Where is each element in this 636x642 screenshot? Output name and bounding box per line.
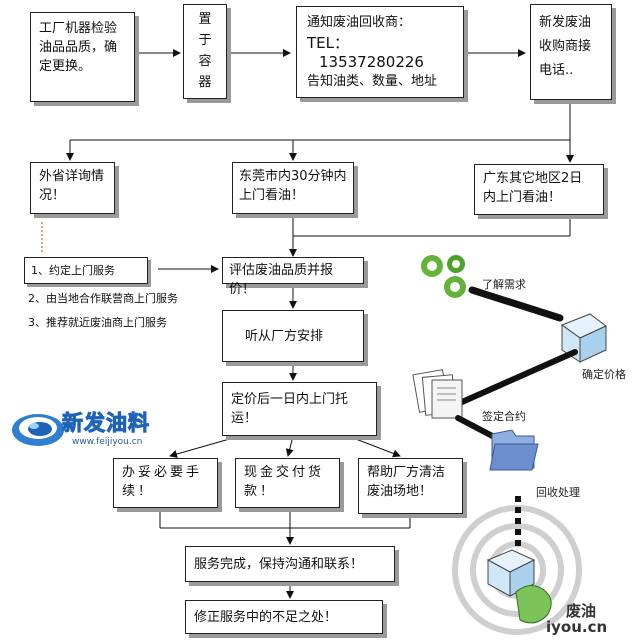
other-province-text: 外省详询情况！ — [39, 169, 105, 203]
brand-logo: 新发油料 www.feijiyou.cn — [8, 404, 188, 454]
cash-payment-label: 现金交付货款！ — [244, 465, 325, 499]
inspect-oil-text: 工厂机器检验油品品质，确定更换。 — [39, 21, 118, 74]
option-nearby: 3、推荐就近废油商上门服务 — [28, 316, 167, 329]
clean-site-box: 帮助厂方清洁废油场地！ — [358, 458, 463, 514]
guangdong-visit-text: 广东其它地区2日内上门看油！ — [483, 171, 583, 205]
dongguan-visit-box: 东莞市内30分钟内上门看油！ — [232, 162, 354, 214]
cash-payment-box: 帮助厂方清洁废油场地！ 现金交付货款！ — [235, 458, 340, 508]
logo-url: www.feijiyou.cn — [72, 437, 143, 447]
container-text: 置于容器 — [198, 12, 212, 90]
evaluate-text: 评估废油品质并报价！ — [229, 263, 334, 297]
notify-recycler-box: 通知废油回收商： TEL： 13537280226 告知油类、数量、地址 — [296, 6, 464, 98]
notify-phone: 13537280226 — [319, 53, 424, 71]
label-confirm-price: 确定价格 — [582, 368, 626, 381]
inspect-oil-box: 工厂机器检验油品品质，确定更换。 — [30, 12, 135, 102]
logo-name: 新发油料 — [62, 411, 150, 436]
service-complete-text: 服务完成，保持沟通和联系！ — [194, 557, 364, 572]
improve-service-text: 修正服务中的不足之处！ — [194, 610, 338, 625]
logo-swirl-icon — [12, 414, 64, 446]
container-box: 置于容器 — [183, 4, 227, 99]
gears-icon — [421, 255, 466, 298]
evaluate-box: 评估废油品质并报价！ — [222, 257, 364, 297]
pickup-text: 定价后一日内上门托运！ — [231, 392, 349, 426]
arrange-box: 听从厂方安排 — [222, 310, 364, 362]
watermark-line1: 废油 — [566, 602, 597, 620]
notify-title: 通知废油回收商： — [307, 15, 412, 30]
pickup-box: 定价后一日内上门托运！ — [222, 382, 377, 436]
buyer-answers-box: 新发废油收购商接电话.. — [530, 4, 612, 100]
option-onsite-text: 1、约定上门服务 — [31, 264, 115, 277]
procedures-box: 办妥必要手续！ — [113, 458, 218, 508]
procedures-text: 办妥必要手续！ — [122, 465, 203, 499]
label-recycle: 回收处理 — [536, 486, 580, 499]
dongguan-visit-text: 东莞市内30分钟内上门看油！ — [239, 169, 347, 203]
notify-description: 告知油类、数量、地址 — [307, 74, 438, 89]
notify-tel-label: TEL： — [307, 34, 349, 52]
pointing-hand-icon — [515, 585, 552, 624]
other-province-box: 外省详询情况！ — [30, 162, 115, 214]
label-understand-needs: 了解需求 — [482, 278, 526, 291]
guangdong-visit-box: 广东其它地区2日内上门看油！ — [474, 164, 604, 215]
buyer-answers-text: 新发废油收购商接电话.. — [539, 15, 592, 78]
service-complete-box: 服务完成，保持沟通和联系！ — [185, 546, 395, 582]
arrange-text: 听从厂方安排 — [245, 329, 324, 344]
improve-service-box: 修正服务中的不足之处！ — [185, 600, 383, 634]
option-partner: 2、由当地合作联营商上门服务 — [28, 292, 178, 305]
option-onsite-box: 1、约定上门服务 — [24, 257, 148, 284]
label-sign-contract: 签定合约 — [482, 410, 526, 423]
clean-site-text: 帮助厂方清洁废油场地！ — [367, 465, 446, 499]
contract-document-icon — [412, 369, 463, 419]
watermark-line2: iyou.cn — [546, 618, 608, 636]
folder-icon — [489, 429, 539, 471]
